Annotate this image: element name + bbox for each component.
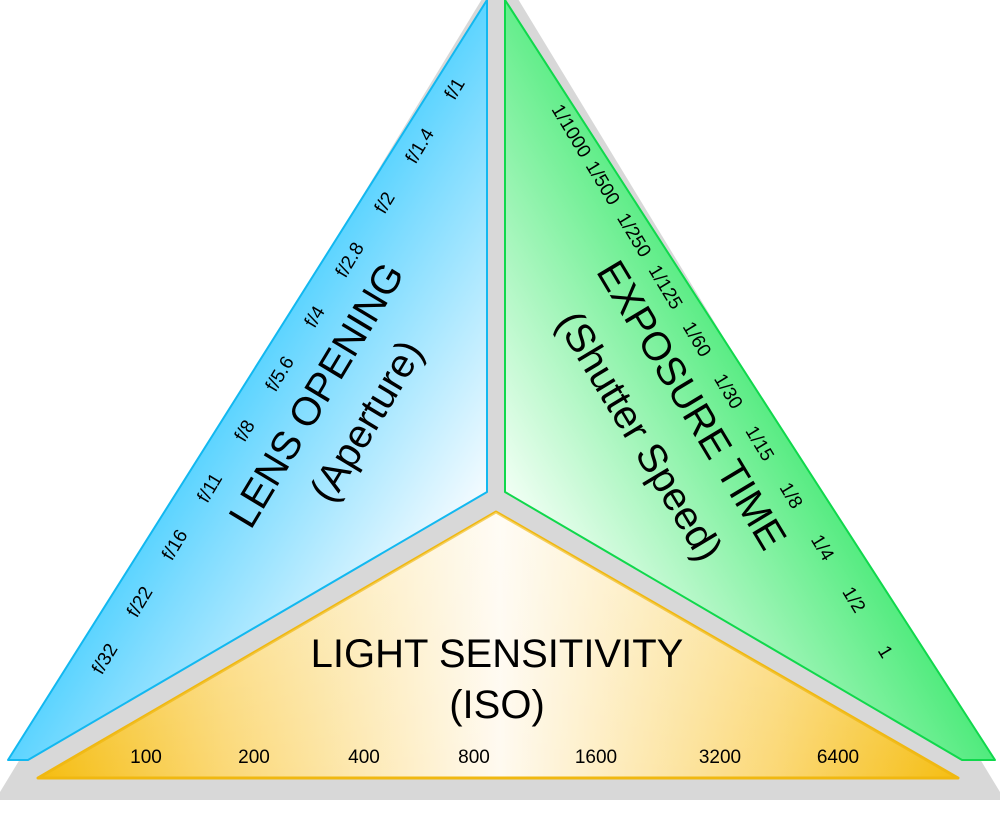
iso-value-label: 400 <box>348 747 380 768</box>
iso-value-label: 100 <box>130 747 162 768</box>
iso-value-label: 1600 <box>575 747 617 768</box>
iso-panel-highlight <box>38 512 958 778</box>
shutter-panel <box>504 0 996 761</box>
iso-scale: 100 200 400 800 1600 3200 6400 <box>130 747 859 768</box>
iso-title: LIGHT SENSITIVITY <box>311 632 684 676</box>
iso-value-label: 3200 <box>699 747 741 768</box>
iso-value-label: 800 <box>458 747 490 768</box>
iso-subtitle: (ISO) <box>449 683 545 727</box>
aperture-panel <box>7 0 488 761</box>
iso-value-label: 6400 <box>817 747 859 768</box>
iso-value-label: 200 <box>238 747 270 768</box>
